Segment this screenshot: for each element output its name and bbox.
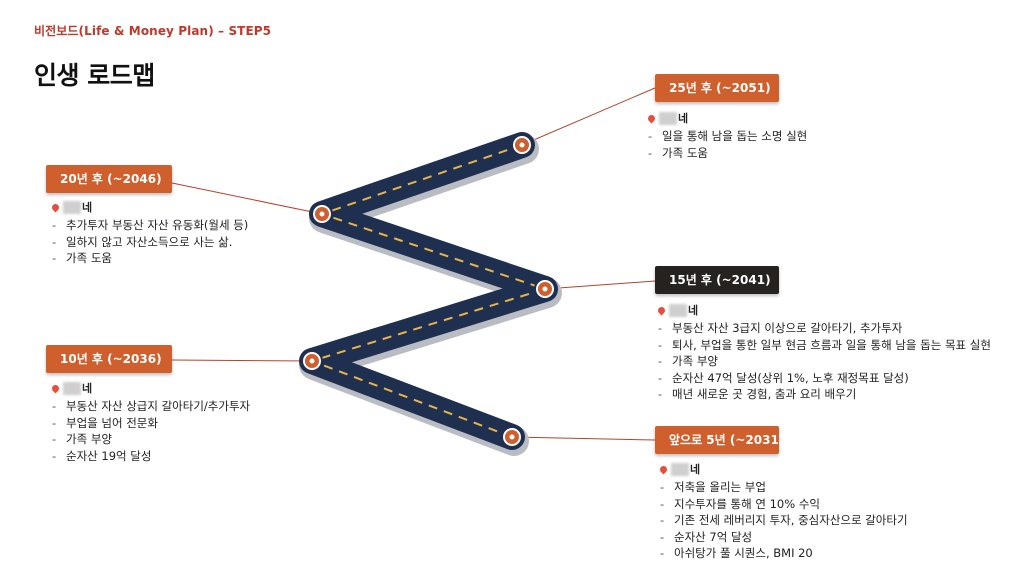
- page-subtitle: 비전보드(Life & Money Plan) – STEP5: [34, 24, 272, 38]
- connector-lines: [171, 87, 656, 441]
- list-item: 지수투자를 통해 연 10% 수익: [660, 496, 908, 513]
- milestone-badge-15y: 15년 후 (~2041): [655, 266, 779, 294]
- node-10y: [301, 350, 323, 372]
- pin-icon: [50, 202, 61, 212]
- road-nodes: [301, 134, 556, 448]
- pin-icon: [656, 305, 667, 315]
- list-item: 일하지 않고 자산소득으로 사는 삶.: [52, 234, 248, 251]
- milestone-badge-25y: 25년 후 (~2051): [655, 74, 779, 102]
- connector-15y: [544, 280, 656, 290]
- blurred-name: [659, 111, 677, 125]
- list-item: 순자산 47억 달성(상위 1%, 노후 재정목표 달성): [658, 370, 991, 387]
- connector-20y: [171, 182, 323, 215]
- person-name: 네: [656, 302, 991, 318]
- blurred-name: [671, 462, 689, 476]
- pin-icon: [646, 113, 657, 123]
- list-item: 추가투자 부동산 자산 유동화(월세 등): [52, 217, 248, 234]
- milestone-badge-10y: 10년 후 (~2036): [46, 345, 172, 373]
- node-20y: [311, 203, 333, 225]
- milestone-badge-20y: 20년 후 (~2046): [46, 165, 172, 193]
- person-name: 네: [50, 380, 250, 396]
- list-item: 가족 도움: [648, 145, 807, 162]
- list-item: 부동산 자산 상급지 갈아타기/추가투자: [52, 398, 250, 415]
- person-name: 네: [658, 461, 908, 477]
- milestone-card-20y: 네 추가투자 부동산 자산 유동화(월세 등) 일하지 않고 자산소득으로 사는…: [50, 199, 248, 267]
- milestone-card-5y: 네 저축을 올리는 부업 지수투자를 통해 연 10% 수익 기존 전세 레버리…: [658, 461, 908, 562]
- list-item: 퇴사, 부업을 통한 일부 현금 흐름과 일을 통해 남을 돕는 목표 실현: [658, 337, 991, 354]
- list-item: 부업을 넘어 전문화: [52, 415, 250, 432]
- list-item: 일을 통해 남을 돕는 소명 실현: [648, 128, 807, 145]
- person-name: 네: [646, 110, 807, 126]
- milestone-card-25y: 네 일을 통해 남을 돕는 소명 실현 가족 도움: [646, 110, 807, 162]
- list-item: 순자산 7억 달성: [660, 529, 908, 546]
- node-25y: [511, 134, 533, 156]
- list-item: 매년 새로운 곳 경험, 춤과 요리 배우기: [658, 386, 991, 403]
- pin-icon: [658, 464, 669, 474]
- list-item: 아쉬탕가 풀 시퀀스, BMI 20: [660, 545, 908, 562]
- node-15y: [534, 278, 556, 300]
- list-item: 가족 도움: [52, 250, 248, 267]
- milestone-card-15y: 네 부동산 자산 3급지 이상으로 갈아타기, 추가투자 퇴사, 부업을 통한 …: [656, 302, 991, 403]
- page-title: 인생 로드맵: [34, 61, 155, 90]
- blurred-name: [63, 381, 81, 395]
- node-5y: [501, 426, 523, 448]
- list-item: 부동산 자산 3급지 이상으로 갈아타기, 추가투자: [658, 320, 991, 337]
- milestone-badge-5y: 앞으로 5년 (~2031): [655, 426, 784, 454]
- blurred-name: [669, 303, 687, 317]
- connector-5y: [511, 436, 656, 441]
- connector-25y: [521, 87, 656, 146]
- list-item: 기존 전세 레버리지 투자, 중심자산으로 갈아타기: [660, 512, 908, 529]
- person-name: 네: [50, 199, 248, 215]
- milestone-card-10y: 네 부동산 자산 상급지 갈아타기/추가투자 부업을 넘어 전문화 가족 부양 …: [50, 380, 250, 465]
- list-item: 순자산 19억 달성: [52, 448, 250, 465]
- list-item: 가족 부양: [52, 431, 250, 448]
- pin-icon: [50, 383, 61, 393]
- list-item: 저축을 올리는 부업: [660, 479, 908, 496]
- list-item: 가족 부양: [658, 353, 991, 370]
- blurred-name: [63, 200, 81, 214]
- connector-10y: [171, 359, 313, 362]
